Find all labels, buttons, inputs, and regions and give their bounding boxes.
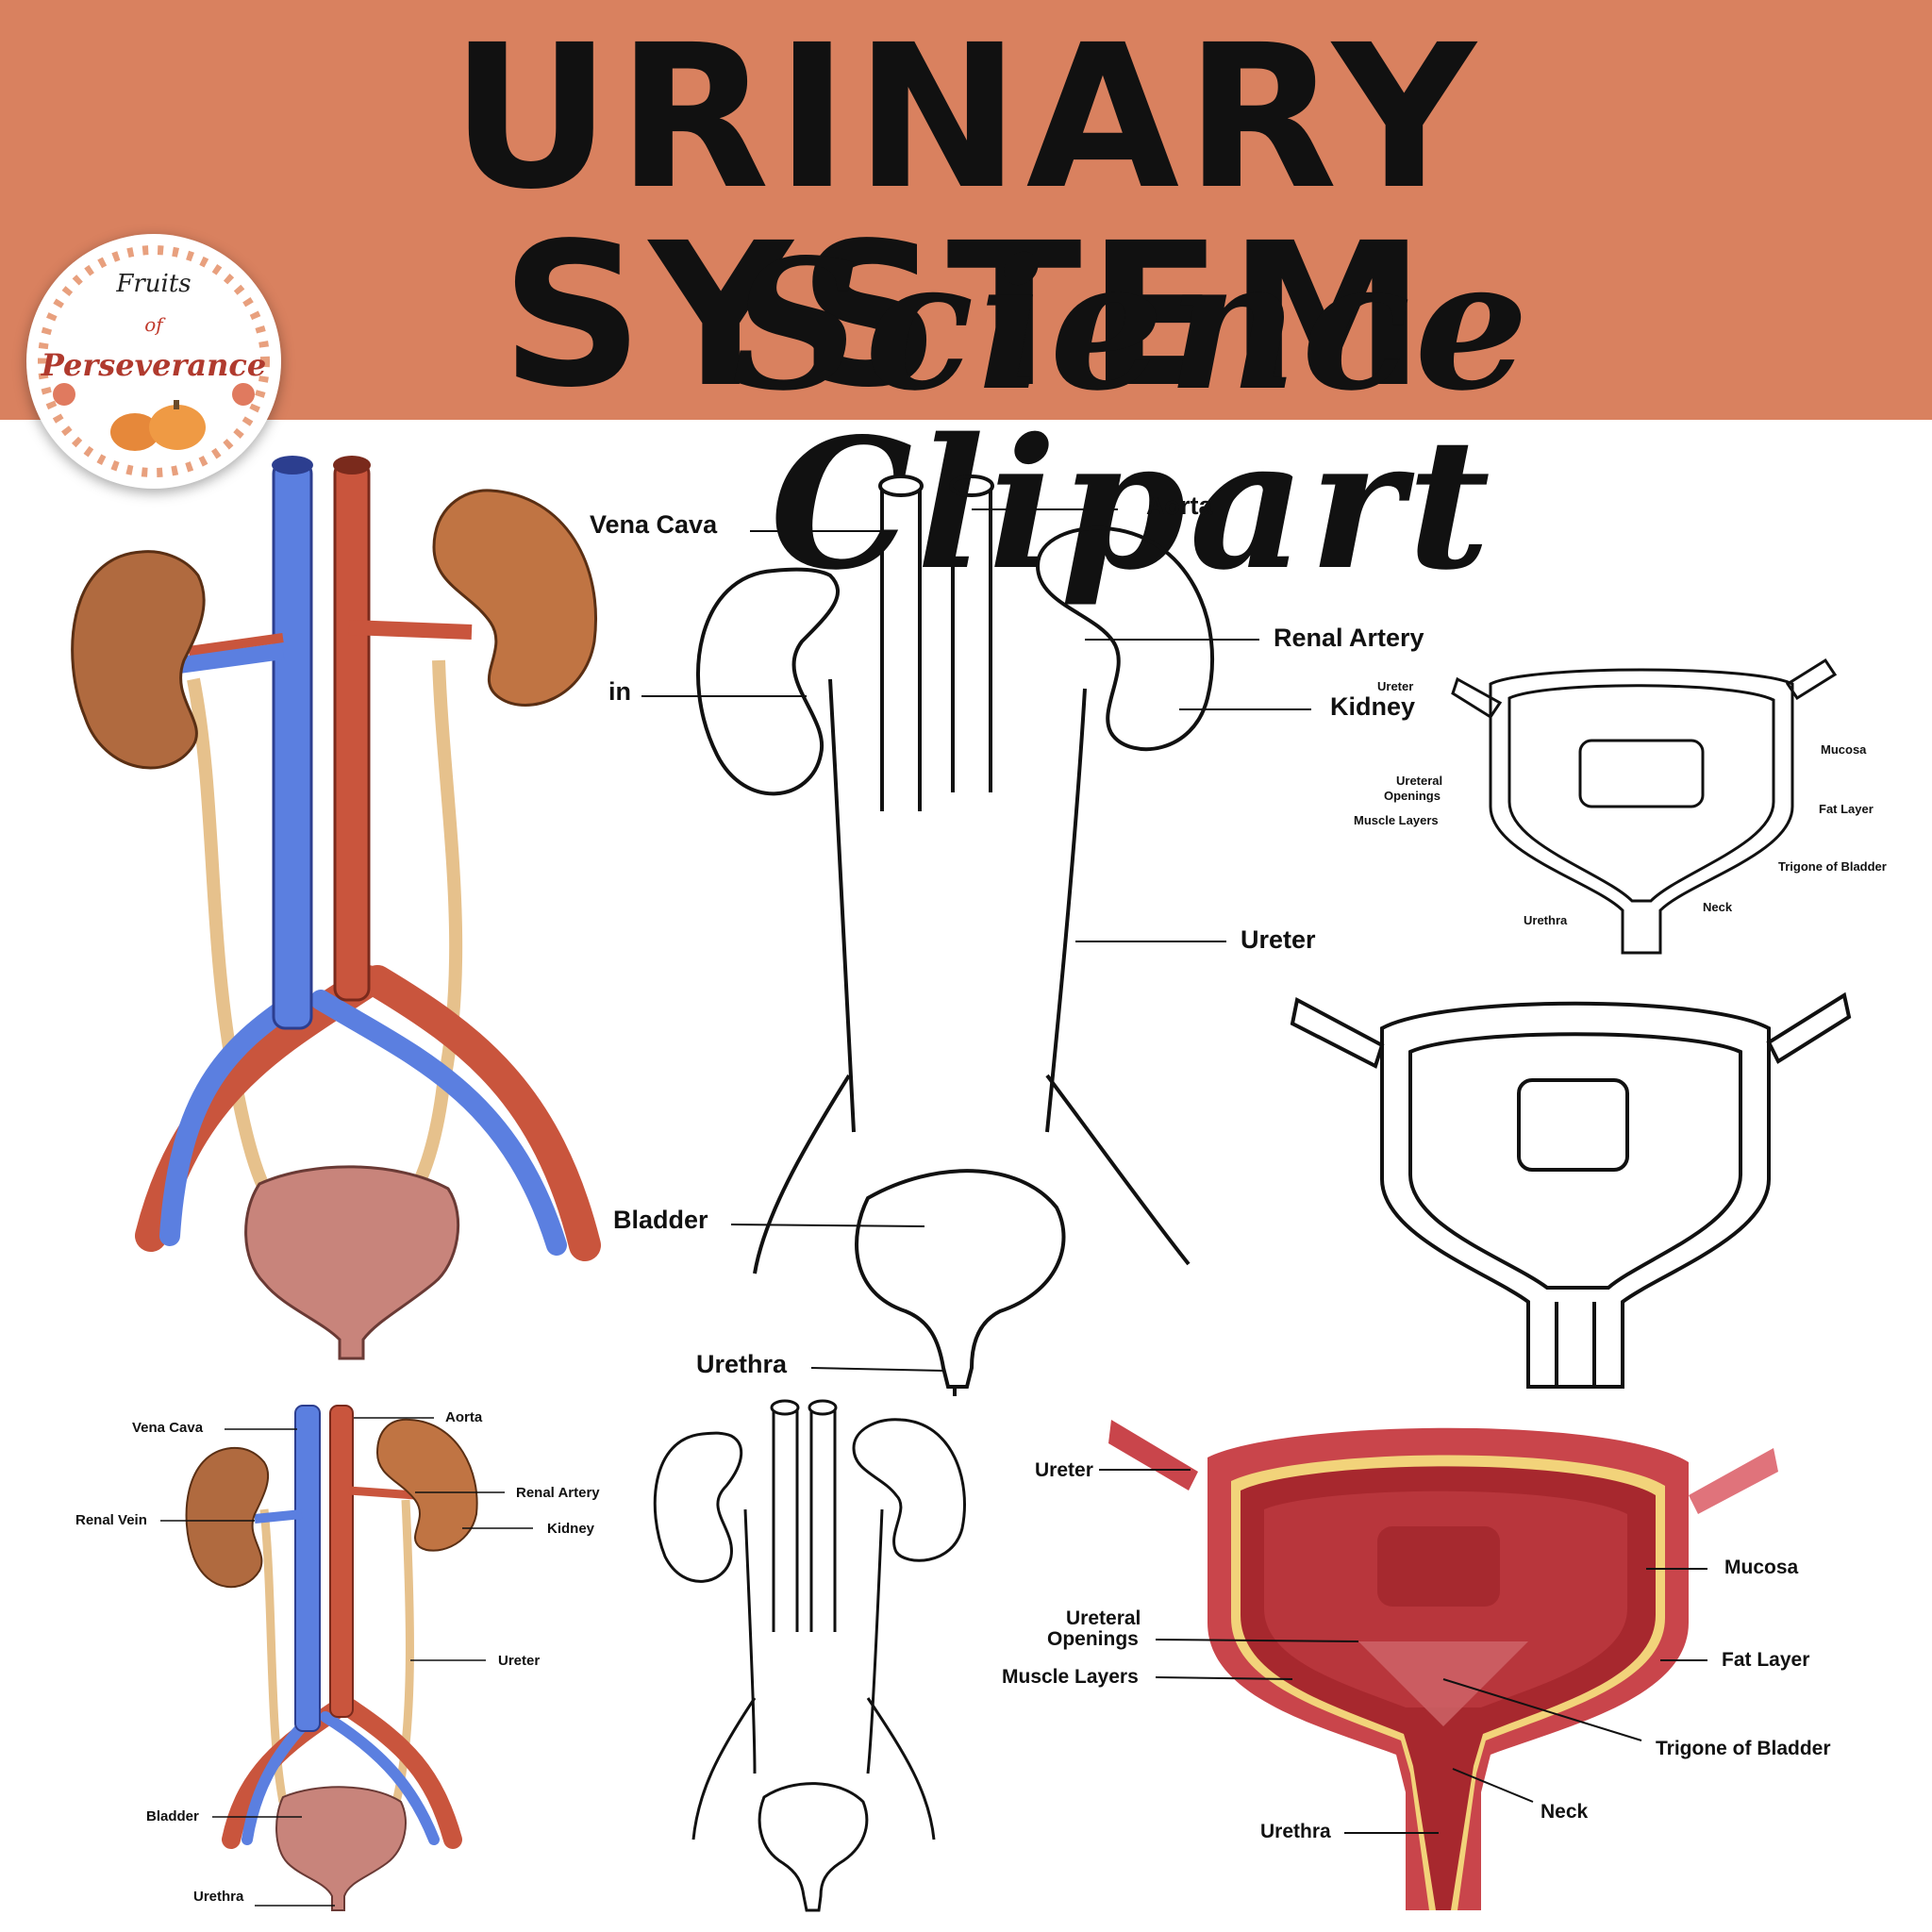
sc-label-bladder: Bladder <box>146 1808 199 1824</box>
cb-label-trigone: Trigone of Bladder <box>1656 1738 1831 1759</box>
small-label-ureter: Ureter <box>1377 679 1413 693</box>
sc-label-aorta: Aorta <box>445 1409 483 1425</box>
label-vena-cava: Vena Cava <box>590 510 718 539</box>
small-label-trigone: Trigone of Bladder <box>1778 859 1887 874</box>
iliac-artery-right <box>361 965 601 1261</box>
label-urethra: Urethra <box>696 1350 788 1378</box>
outline-kidney-right <box>1035 525 1215 752</box>
small-label-muscle: Muscle Layers <box>1354 813 1439 827</box>
small-label-ureteral-2: Openings <box>1384 789 1441 803</box>
label-kidney: Kidney <box>1330 692 1415 721</box>
label-ureter: Ureter <box>1241 925 1316 954</box>
small-color-labels: Vena Cava Aorta Renal Artery Renal Vein … <box>75 1409 600 1907</box>
label-aorta: Aorta <box>1146 491 1213 520</box>
cb-label-mucosa: Mucosa <box>1724 1557 1799 1578</box>
colored-bladder-cross-section <box>1108 1420 1778 1910</box>
wreath-icon <box>38 245 270 477</box>
sc-label-vena-cava: Vena Cava <box>132 1420 204 1436</box>
ureter-right <box>391 659 463 1222</box>
small-label-neck: Neck <box>1703 900 1733 914</box>
subtitle: Science Clipart <box>731 220 1533 609</box>
aorta <box>333 460 371 1002</box>
main-title: URINARY SYSTEM <box>450 2 1482 431</box>
bladder-outline-large <box>1290 991 1852 1389</box>
cb-label-neck: Neck <box>1541 1801 1589 1823</box>
cb-label-urethra: Urethra <box>1260 1821 1331 1842</box>
outline-urinary-system-large <box>696 475 1215 1396</box>
logo-text-perseverance: Perseverance <box>41 347 267 383</box>
bladder-outline-small <box>1451 658 1838 955</box>
label-renal-artery: Renal Artery <box>1274 624 1424 652</box>
sc-label-urethra: Urethra <box>193 1889 244 1905</box>
small-label-urethra: Urethra <box>1524 913 1568 927</box>
iliac-vein-left <box>159 990 308 1246</box>
sc-label-renal-vein: Renal Vein <box>75 1512 147 1528</box>
cb-label-muscle: Muscle Layers <box>1002 1666 1139 1688</box>
colored-bladder-labels: Ureter Mucosa Ureteral Openings Fat Laye… <box>1002 1459 1831 1842</box>
bladder-outline-small-labels: Ureter Mucosa Ureteral Openings Fat Laye… <box>1354 679 1887 927</box>
sc-label-renal-artery: Renal Artery <box>516 1485 600 1501</box>
outline-large-labels: Vena Cava Aorta Renal Artery in Kidney U… <box>590 491 1424 1378</box>
sc-label-ureter: Ureter <box>498 1653 540 1669</box>
logo-text-of: of <box>144 313 163 336</box>
bladder <box>244 1165 460 1360</box>
logo-text-fruits: Fruits <box>116 270 192 298</box>
small-label-fat-layer: Fat Layer <box>1819 802 1874 816</box>
title-banner <box>0 0 1932 420</box>
ureter-tube-right <box>1689 1448 1778 1514</box>
colored-urinary-system-small <box>185 1405 478 1911</box>
outline-urinary-system-small <box>653 1399 966 1912</box>
cb-label-ureteral-2: Openings <box>1047 1628 1139 1650</box>
kidney-left <box>71 550 206 770</box>
small-label-ureteral-1: Ureteral <box>1396 774 1442 788</box>
iliac-vein-right <box>310 990 567 1256</box>
vena-cava <box>272 460 313 1030</box>
cb-label-fat-layer: Fat Layer <box>1722 1649 1809 1671</box>
small-label-mucosa: Mucosa <box>1821 742 1867 757</box>
outline-kidney-left <box>696 567 841 796</box>
kidney-right <box>432 489 597 707</box>
brand-logo: Fruits of Perseverance <box>26 234 281 489</box>
label-renal-vein-partial: in <box>608 677 631 706</box>
outline-bladder <box>855 1169 1066 1389</box>
cb-label-ureteral-1: Ureteral <box>1066 1607 1141 1629</box>
cb-label-ureter: Ureter <box>1035 1459 1093 1481</box>
sc-label-kidney: Kidney <box>547 1521 595 1537</box>
label-bladder: Bladder <box>613 1206 708 1234</box>
ureter-tube-left <box>1108 1420 1198 1491</box>
colored-urinary-system-large <box>71 456 601 1360</box>
